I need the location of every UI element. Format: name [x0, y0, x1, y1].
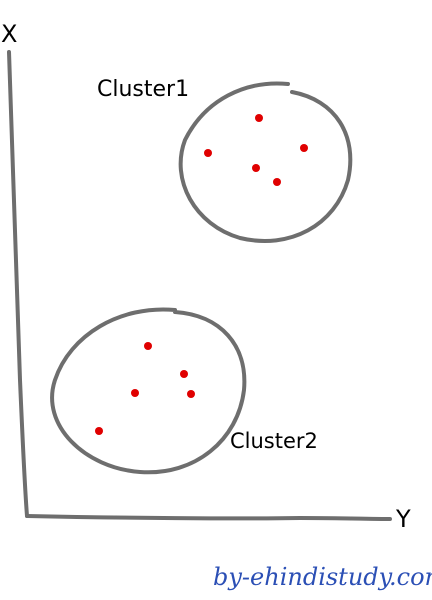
- cluster1-point: [255, 114, 263, 122]
- cluster2-point: [95, 427, 103, 435]
- cluster1-point: [252, 164, 260, 172]
- cluster1-point: [300, 144, 308, 152]
- cluster1-point: [273, 178, 281, 186]
- cluster2-point: [187, 390, 195, 398]
- cluster2-point: [180, 370, 188, 378]
- cluster2-point: [144, 342, 152, 350]
- watermark-text: by-ehindistudy.com: [213, 563, 432, 591]
- x-axis-line: [7, 50, 29, 518]
- cluster1-outline: [178, 81, 353, 243]
- cluster2-outline: [50, 307, 247, 475]
- cluster1-label: Cluster1: [97, 77, 190, 102]
- cluster2-label: Cluster2: [230, 429, 318, 453]
- cluster1-point: [204, 149, 212, 157]
- axis-y-label: Y: [396, 505, 411, 533]
- y-axis-line: [25, 514, 392, 521]
- cluster2-point: [131, 389, 139, 397]
- axis-x-label: X: [1, 20, 18, 48]
